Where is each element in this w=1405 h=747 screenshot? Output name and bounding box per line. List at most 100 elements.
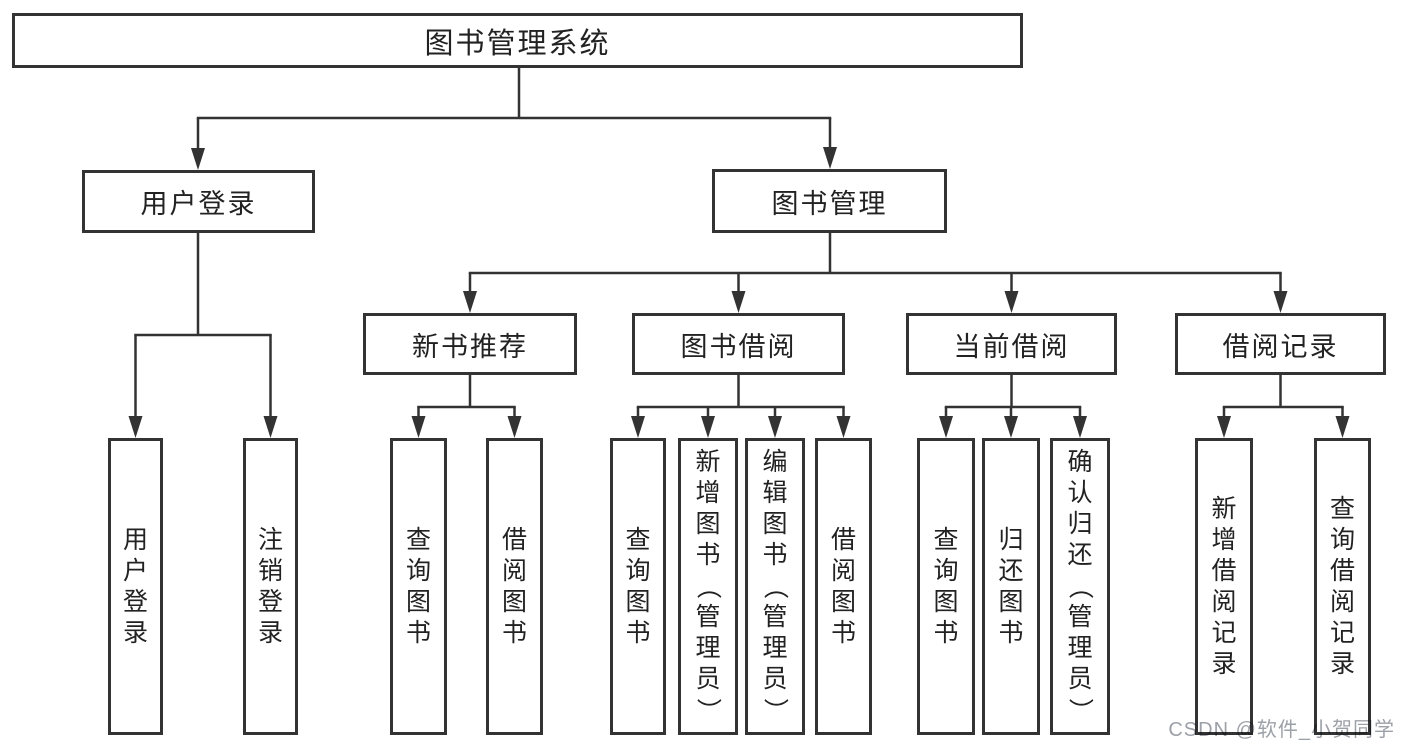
vertical-char: 图 [998, 587, 1024, 616]
vertical-char: 管 [1067, 603, 1093, 631]
vertical-char: 图 [830, 587, 856, 616]
leaf-confirm-return-admin: 确认归还 （ 管理员 ） [1050, 438, 1110, 735]
vertical-char: 确 [1067, 448, 1093, 476]
vertical-char: ） [1066, 697, 1095, 724]
vertical-char: 录 [1211, 649, 1237, 678]
vertical-char: 还 [1067, 541, 1093, 569]
leaf-user-login: 用户登录 [108, 438, 163, 735]
vertical-char: 录 [257, 618, 283, 647]
vertical-char: 图 [501, 587, 527, 616]
vertical-char: 询 [625, 556, 651, 585]
node-label: 图书借阅 [680, 331, 797, 362]
csdn-watermark: CSDN @软件_小贺同学 [1168, 719, 1395, 741]
node-label: 注销登录 [258, 525, 283, 649]
vertical-char: 增 [1211, 525, 1237, 554]
vertical-char: 查 [405, 525, 431, 554]
vertical-char: 认 [1067, 479, 1093, 507]
vertical-char: 书 [998, 618, 1024, 647]
vertical-char: 阅 [1211, 587, 1237, 616]
vertical-char: 图 [625, 587, 651, 616]
vertical-char: （ [761, 573, 790, 600]
node-book-borrowing: 图书借阅 [632, 313, 845, 375]
vertical-char: 新 [695, 448, 721, 476]
vertical-char: 图 [933, 587, 959, 616]
leaf-query-borrow-record: 查询借阅记录 [1314, 438, 1371, 735]
vertical-char: （ [1066, 573, 1095, 600]
node-current-borrowing: 当前借阅 [906, 313, 1117, 375]
vertical-char: 管 [762, 603, 788, 631]
vertical-char: 借 [501, 525, 527, 554]
vertical-char: 还 [998, 556, 1024, 585]
vertical-char: 理 [762, 634, 788, 662]
vertical-char: 员 [1067, 665, 1093, 693]
leaf-borrow-query-books: 查询图书 [610, 438, 666, 735]
vertical-char: 辑 [762, 479, 788, 507]
node-label: 查询图书 [406, 525, 431, 649]
vertical-char: 查 [933, 525, 959, 554]
node-label: 借阅图书 [502, 525, 527, 649]
vertical-char: 书 [405, 618, 431, 647]
node-borrowing-records: 借阅记录 [1175, 313, 1386, 375]
vertical-char: 户 [122, 556, 148, 585]
leaf-add-borrow-record: 新增借阅记录 [1195, 438, 1253, 735]
node-label: 用户登录 [140, 189, 257, 219]
vertical-char: ） [761, 697, 790, 724]
vertical-char: 查 [1329, 494, 1355, 523]
vertical-char: 书 [830, 618, 856, 647]
vertical-char: 阅 [830, 556, 856, 585]
leaf-add-books-admin: 新增图书（管理员） [678, 438, 738, 735]
vertical-char: 书 [501, 618, 527, 647]
node-new-book-recommendation: 新书推荐 [363, 313, 577, 375]
node-label: 查询图书 [933, 525, 958, 649]
vertical-char: 理 [695, 634, 721, 662]
vertical-char: 书 [762, 541, 788, 569]
node-label: 借阅图书 [831, 525, 856, 649]
vertical-char: 员 [695, 665, 721, 693]
vertical-char: （ [694, 573, 723, 600]
vertical-char: 增 [695, 479, 721, 507]
node-label: 用户登录 [123, 525, 148, 649]
vertical-char: 阅 [501, 556, 527, 585]
node-book-management: 图书管理 [712, 169, 947, 233]
vertical-char: 归 [1067, 510, 1093, 538]
leaf-rec-query-books: 查询图书 [390, 438, 447, 735]
vertical-char: 员 [762, 665, 788, 693]
vertical-char: 书 [625, 618, 651, 647]
node-label: 编辑图书（管理员） [761, 447, 790, 726]
vertical-char: 管 [695, 603, 721, 631]
leaf-return-books: 归还图书 [982, 438, 1040, 735]
leaf-edit-books-admin: 编辑图书（管理员） [745, 438, 805, 735]
vertical-char: 用 [122, 525, 148, 554]
node-label: 归还图书 [998, 525, 1023, 649]
vertical-char: 询 [405, 556, 431, 585]
node-user-login: 用户登录 [82, 170, 315, 233]
vertical-char: 借 [1211, 556, 1237, 585]
node-library-management-system: 图书管理系统 [12, 13, 1023, 68]
vertical-char: 登 [122, 587, 148, 616]
node-label: 新增借阅记录 [1211, 494, 1236, 680]
vertical-char: ） [694, 697, 723, 724]
leaf-logout: 注销登录 [243, 438, 298, 735]
node-label: 查询图书 [625, 525, 650, 649]
vertical-char: 询 [933, 556, 959, 585]
vertical-char: 图 [762, 510, 788, 538]
node-label: 图书管理系统 [424, 27, 611, 60]
vertical-char: 图 [695, 510, 721, 538]
vertical-char: 新 [1211, 494, 1237, 523]
vertical-char: 录 [1329, 649, 1355, 678]
vertical-char: 阅 [1329, 587, 1355, 616]
vertical-char: 记 [1211, 618, 1237, 647]
leaf-borrow-borrow-books: 借阅图书 [815, 438, 872, 735]
node-label: 确认归还 （ 管理员 ） [1066, 447, 1095, 726]
vertical-char: 理 [1067, 634, 1093, 662]
vertical-char: 询 [1329, 525, 1355, 554]
node-label: 新增图书（管理员） [694, 447, 723, 726]
vertical-char: 查 [625, 525, 651, 554]
node-label: 查询借阅记录 [1330, 494, 1355, 680]
vertical-char: 归 [998, 525, 1024, 554]
node-label: 新书推荐 [412, 331, 528, 362]
vertical-char: 书 [933, 618, 959, 647]
node-label: 借阅记录 [1222, 331, 1339, 362]
